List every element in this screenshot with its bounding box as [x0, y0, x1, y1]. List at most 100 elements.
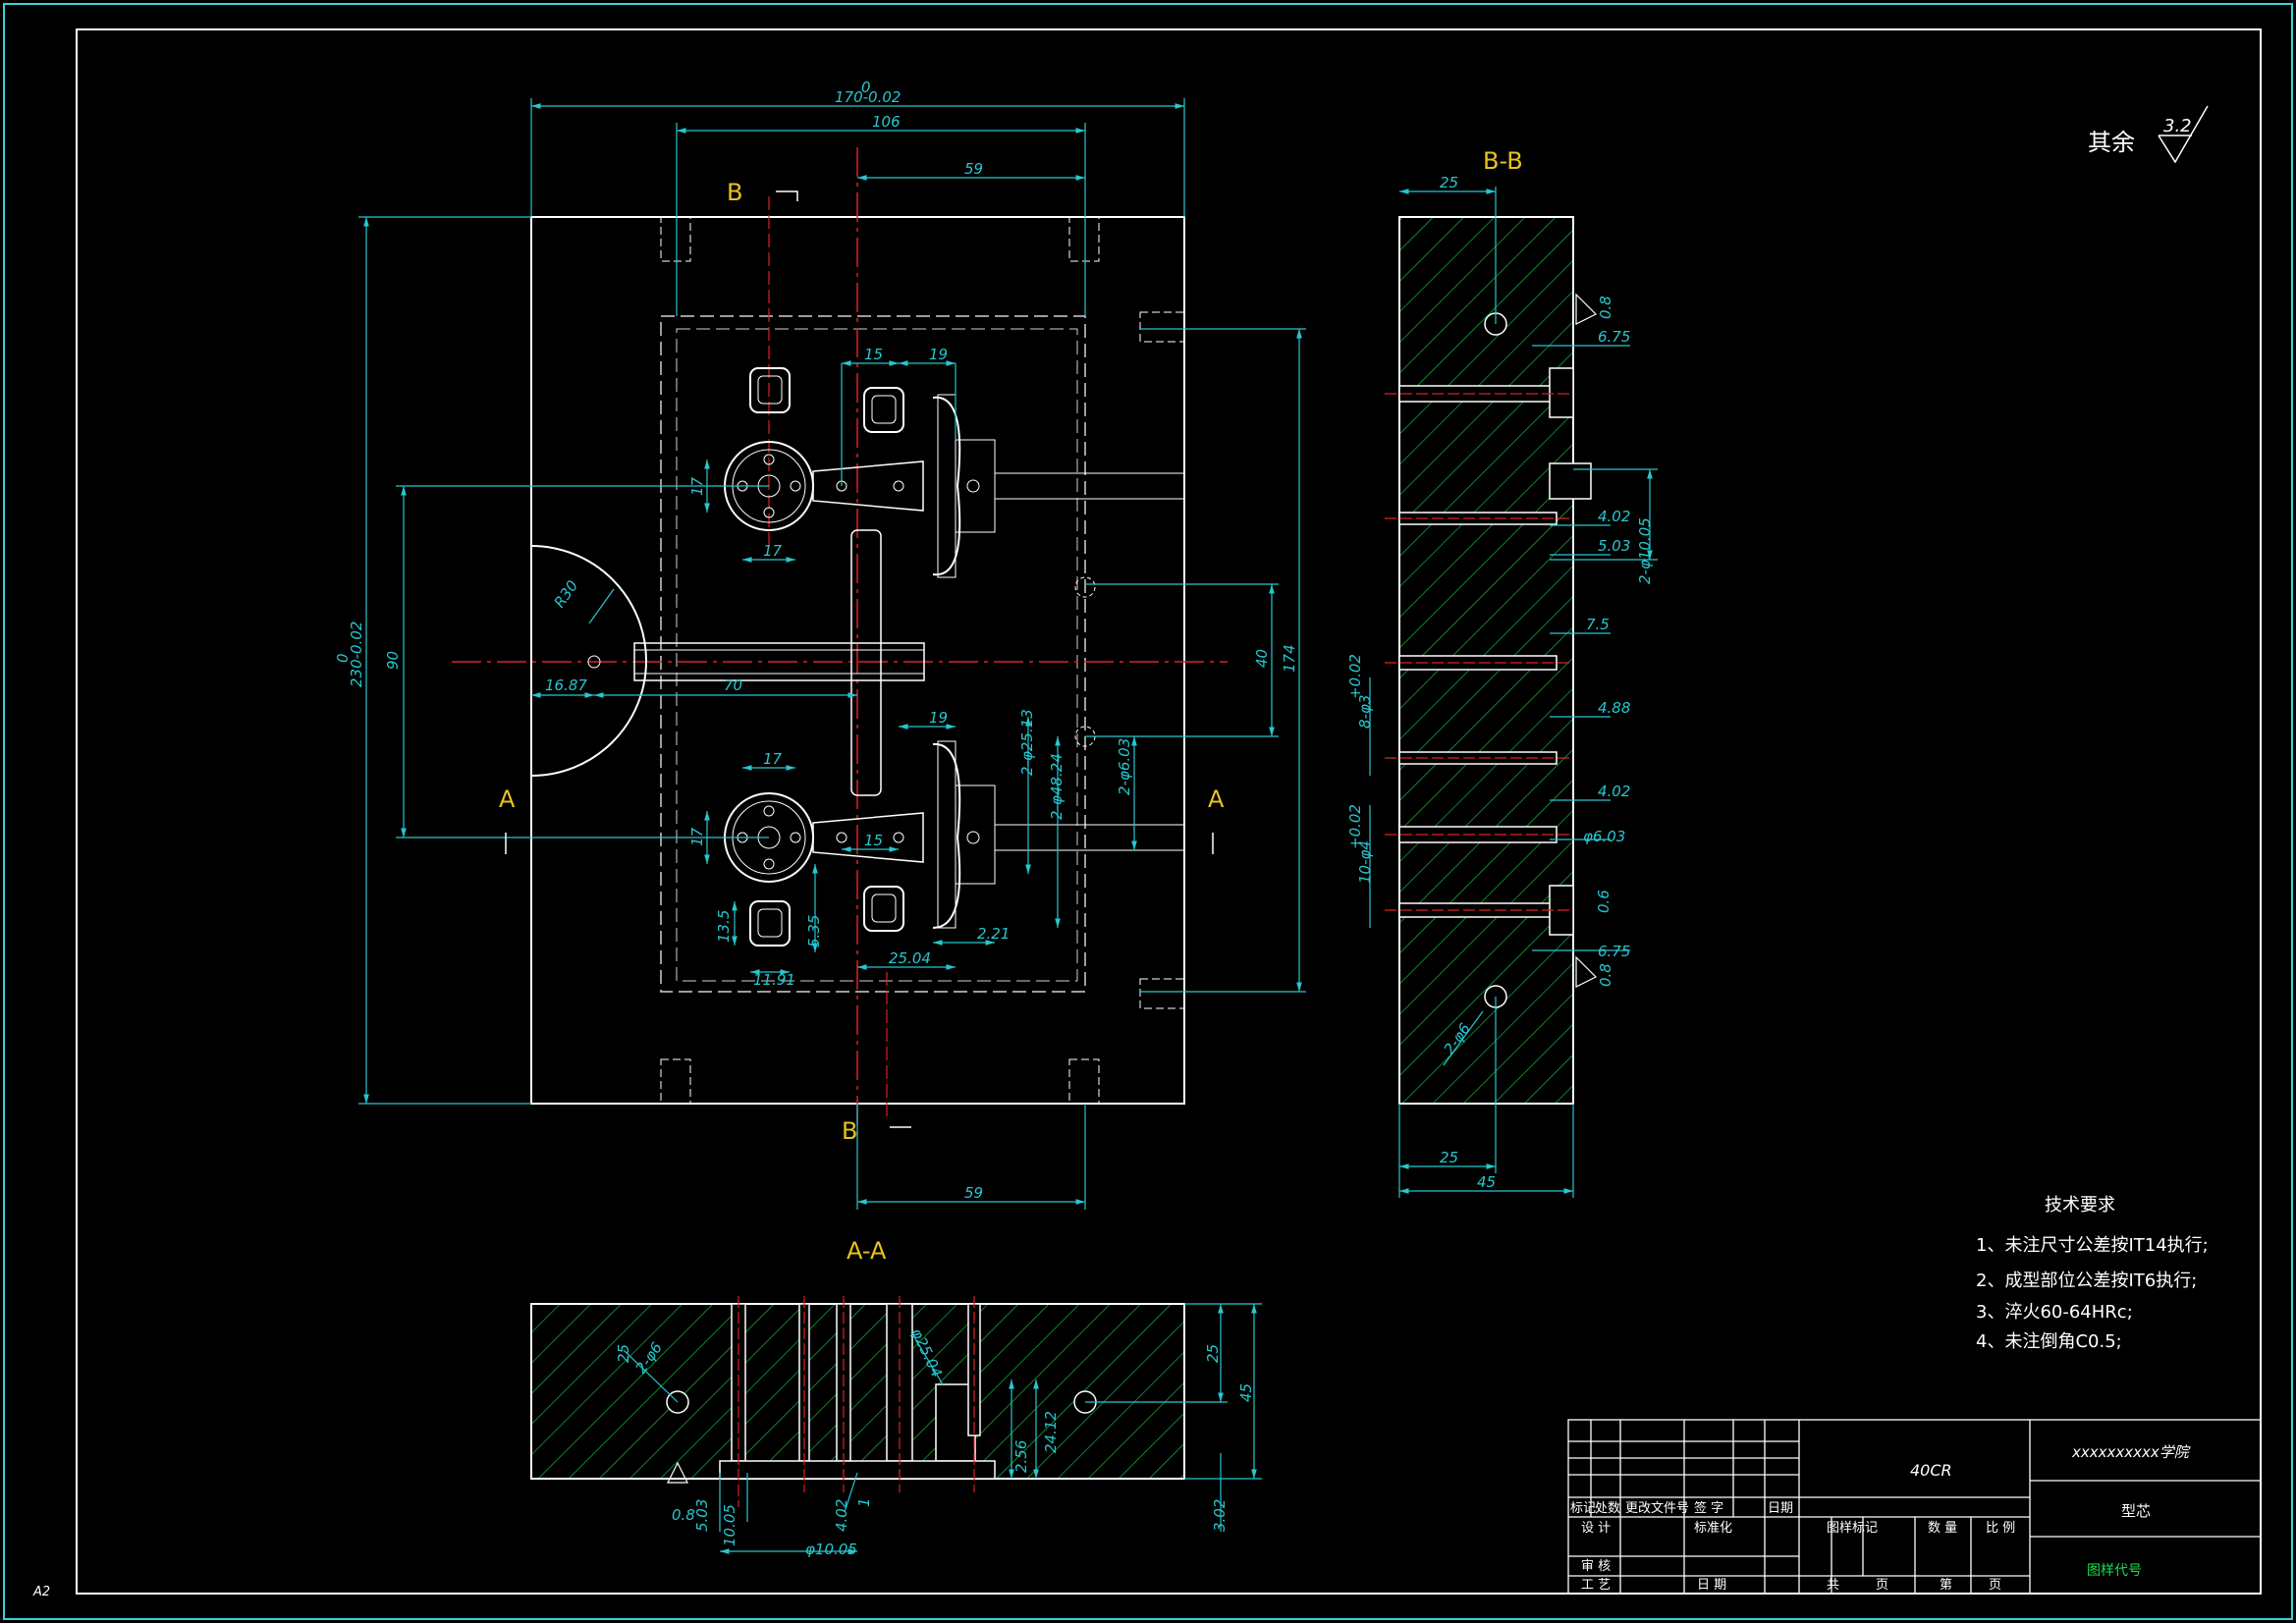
plan-dim-25-04: 25.04: [889, 949, 931, 967]
tb-sheet: 第: [1940, 1578, 1952, 1593]
tb-header-3: 更改文件号: [1625, 1501, 1689, 1516]
plan-dim-16-87: 16.87: [545, 676, 587, 694]
tb-page-a: 页: [1876, 1578, 1888, 1593]
bb-dim-6-75-bottom: 6.75: [1598, 943, 1630, 960]
plan-dim-11-91: 11.91: [753, 971, 795, 989]
section-mark-a-right: A: [1208, 785, 1225, 813]
plan-dim-13-5: 13.5: [715, 910, 733, 943]
tb-drawing-code: 图样代号: [2087, 1563, 2142, 1579]
section-mark-a-left: A: [499, 785, 516, 813]
tb-header-4: 签 字: [1694, 1500, 1723, 1516]
plan-dim-15-top: 15: [864, 346, 883, 363]
plan-dim-106: 106: [872, 113, 901, 131]
plan-dim-70: 70: [724, 676, 742, 694]
tech-req-item-2: 2、成型部位公差按IT6执行;: [1976, 1271, 2197, 1291]
bb-dim-6-03: φ6.03: [1583, 828, 1625, 845]
plan-view: [358, 98, 1306, 1210]
plan-height-dim: 230-0.02: [348, 622, 365, 687]
tb-review: 审 核: [1581, 1559, 1611, 1574]
surface-finish-symbol: [2158, 105, 2209, 164]
aa-dim-25-side: 25: [615, 1344, 632, 1363]
bb-dim-0-8-bottom: 0.8: [1597, 963, 1614, 987]
plan-dim-19-mid: 19: [929, 709, 948, 727]
tb-process: 工 艺: [1581, 1578, 1611, 1593]
section-mark-b-bottom: B: [842, 1117, 857, 1145]
plan-width-dim: 170-0.02: [835, 88, 901, 106]
aa-dim-0-8: 0.8: [672, 1506, 695, 1524]
bb-dim-8-tol: +0.02: [1346, 654, 1364, 699]
plan-dim-59-bottom: 59: [964, 1184, 983, 1202]
tb-header-1: 标记: [1570, 1501, 1596, 1516]
plan-dim-5-35: 5.35: [805, 915, 823, 947]
bb-dim-25-bottom: 25: [1440, 1149, 1458, 1166]
tb-header-2: 处数: [1595, 1501, 1620, 1516]
tb-total: 共: [1827, 1578, 1839, 1593]
aa-dim-4-02: 4.02: [833, 1499, 850, 1532]
bb-dim-7-5: 7.5: [1586, 616, 1610, 633]
plan-height-tol-top: 0: [334, 653, 352, 663]
plan-dim-17-a: 17: [688, 476, 706, 496]
aa-dim-25: 25: [1204, 1344, 1222, 1363]
bb-dim-25-top: 25: [1440, 174, 1458, 191]
plan-dim-r30: R30: [551, 577, 582, 612]
plan-width-tol-top: 0: [861, 79, 871, 96]
plan-dim-25-13: 2-φ25.13: [1018, 709, 1036, 776]
tb-header-5: 日期: [1768, 1501, 1793, 1516]
bb-dim-10-tol: +0.02: [1346, 804, 1364, 849]
aa-dim-5-03: 5.03: [693, 1499, 711, 1532]
bb-dim-6-75-top: 6.75: [1598, 328, 1630, 346]
tech-req-item-4: 4、未注倒角C0.5;: [1976, 1331, 2122, 1352]
plan-dim-17-b: 17: [763, 542, 783, 560]
section-bb-view: [1369, 187, 1658, 1198]
plan-dim-17-c: 17: [763, 750, 783, 768]
tech-req-item-1: 1、未注尺寸公差按IT14执行;: [1976, 1235, 2209, 1256]
tech-req-title: 技术要求: [2045, 1195, 2115, 1216]
sheet-size-label: A2: [32, 1585, 50, 1599]
plan-dim-2-21: 2.21: [977, 925, 1010, 943]
bb-dim-5-03: 5.03: [1598, 537, 1630, 555]
bb-dim-0-8-top: 0.8: [1597, 296, 1614, 319]
tb-stage-mark: 图样标记: [1827, 1521, 1878, 1536]
aa-dim-phi10-05: φ10.05: [805, 1541, 857, 1558]
surface-finish-value: 3.2: [2163, 116, 2192, 136]
inner-frame: [76, 28, 2262, 1595]
plan-dim-174: 174: [1281, 644, 1298, 673]
tb-design: 设 计: [1581, 1521, 1611, 1536]
bb-dim-45: 45: [1477, 1173, 1496, 1191]
bb-dim-10-05: 2-φ10.05: [1636, 517, 1654, 584]
outer-border: [3, 3, 2293, 1620]
tb-date: 日 期: [1697, 1578, 1726, 1593]
bb-dim-8-phi: 8-φ3: [1356, 695, 1374, 729]
tb-scale: 比 例: [1986, 1521, 2015, 1536]
bb-dim-0-6: 0.6: [1595, 890, 1613, 913]
tech-req-item-3: 3、淬火60-64HRc;: [1976, 1302, 2133, 1323]
plan-dim-19-top: 19: [929, 346, 948, 363]
tb-quantity: 数 量: [1928, 1521, 1957, 1536]
tb-standardization: 标准化: [1694, 1521, 1732, 1536]
bb-dim-4-02-b: 4.02: [1598, 783, 1630, 800]
bb-dim-4-88: 4.88: [1598, 699, 1630, 717]
bb-dim-4-02-a: 4.02: [1598, 508, 1630, 525]
title-block: [1567, 1419, 2262, 1595]
aa-dim-1: 1: [855, 1497, 873, 1507]
aa-dim-3-02: 3.02: [1211, 1499, 1229, 1532]
tb-page-b: 页: [1989, 1578, 2001, 1593]
aa-dim-10-05: 10.05: [721, 1504, 738, 1546]
section-mark-b-top: B: [727, 179, 742, 206]
plan-dim-59-top: 59: [964, 160, 983, 178]
plan-dim-40: 40: [1253, 649, 1271, 668]
section-aa-title: A-A: [847, 1237, 887, 1265]
plan-dim-15-mid: 15: [864, 832, 883, 849]
section-bb-title: B-B: [1483, 147, 1523, 175]
plan-dim-90: 90: [384, 651, 402, 670]
surface-finish-label: 其余: [2088, 129, 2135, 156]
tb-part-name: 型芯: [2121, 1502, 2151, 1520]
tb-school: xxxxxxxxxx学院: [2071, 1443, 2191, 1461]
plan-dim-17-d: 17: [688, 827, 706, 846]
plan-dim-6-03: 2-φ6.03: [1116, 738, 1133, 795]
aa-dim-2-56: 2.56: [1012, 1440, 1030, 1473]
aa-dim-45: 45: [1237, 1383, 1255, 1402]
tb-material: 40CR: [1910, 1461, 1952, 1480]
bb-dim-10-phi: 10-φ4: [1356, 840, 1374, 884]
